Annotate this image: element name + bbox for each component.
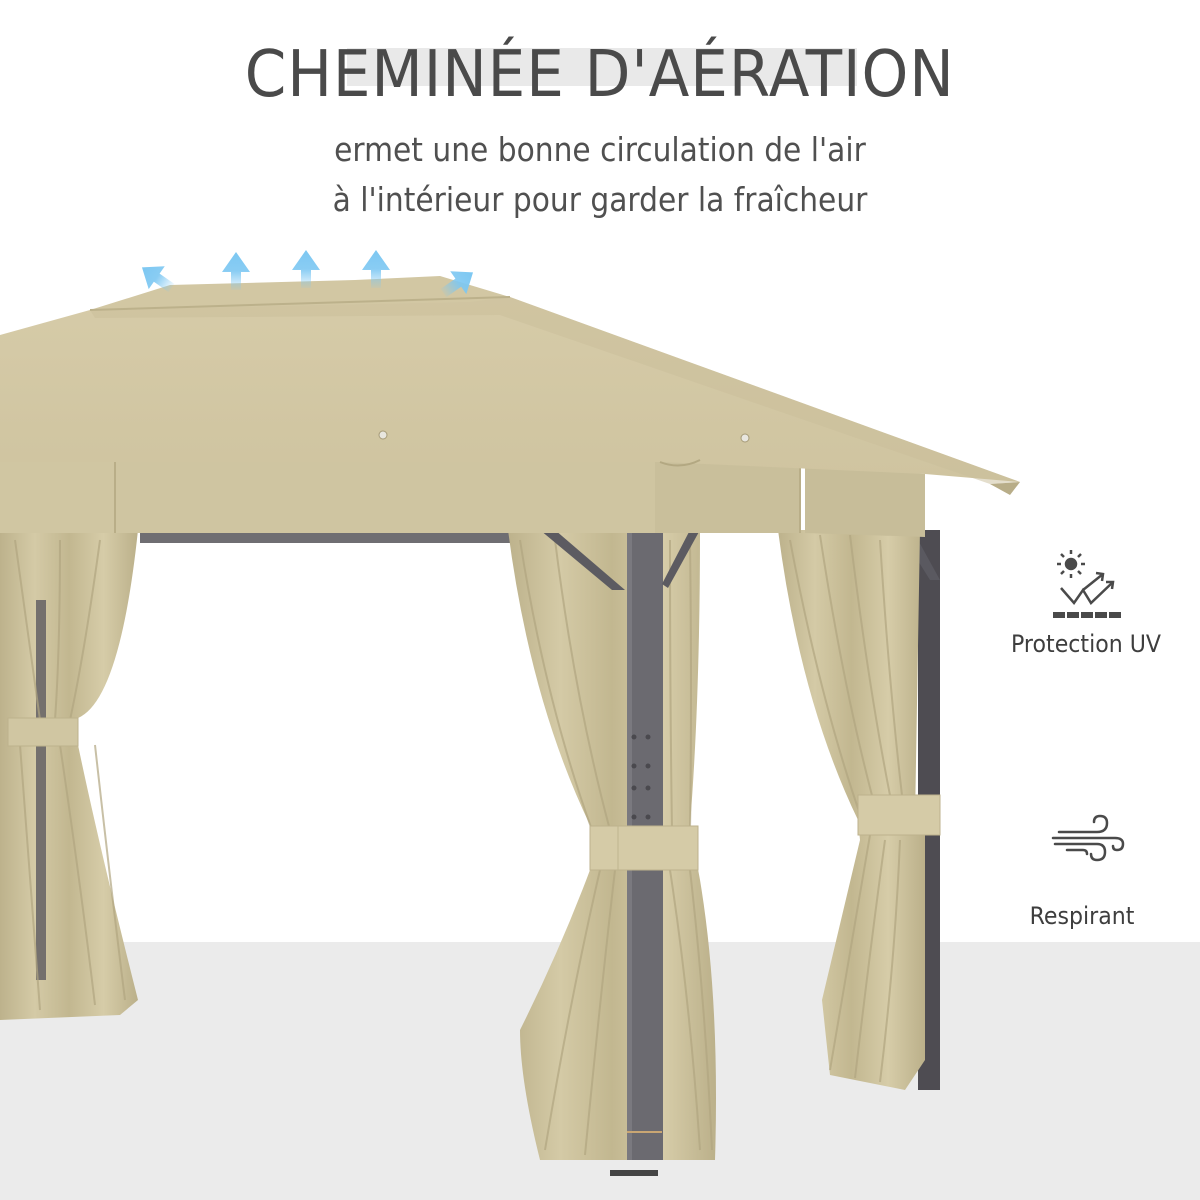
subtitle-line-1: ermet une bonne circulation de l'air xyxy=(334,130,866,169)
roof-fascia-right xyxy=(805,462,925,537)
feature-uv-protection: Protection UV xyxy=(986,548,1186,658)
center-curtain-tieback xyxy=(589,825,699,871)
roof-fascia-left xyxy=(0,462,115,533)
right-curtain-tieback xyxy=(857,794,941,836)
uv-protection-icon xyxy=(1053,550,1121,618)
wind-breathable-icon xyxy=(1051,814,1125,862)
feature-breathable-label: Respirant xyxy=(1029,902,1135,930)
page-title: CHEMINÉE D'AÉRATION xyxy=(245,38,955,112)
roof-upper-vent xyxy=(90,276,510,310)
roof-fascia-corner xyxy=(655,462,800,533)
feature-uv-label: Protection UV xyxy=(1011,630,1161,658)
feature-breathable: Respirant xyxy=(982,814,1182,930)
subtitle-line-2: à l'intérieur pour garder la fraîcheur xyxy=(332,180,868,219)
left-curtain-tieback xyxy=(7,717,79,747)
back-beam xyxy=(140,533,510,543)
post-bolts xyxy=(631,734,651,820)
title-highlight-bar xyxy=(347,48,857,86)
left-curtain xyxy=(0,530,138,1020)
roof-fascia-front xyxy=(115,462,655,533)
roof-lower-canopy xyxy=(0,297,1020,482)
header: CHEMINÉE D'AÉRATION xyxy=(0,30,1200,120)
right-curtain xyxy=(778,530,925,1090)
airflow-arrows xyxy=(141,250,474,298)
